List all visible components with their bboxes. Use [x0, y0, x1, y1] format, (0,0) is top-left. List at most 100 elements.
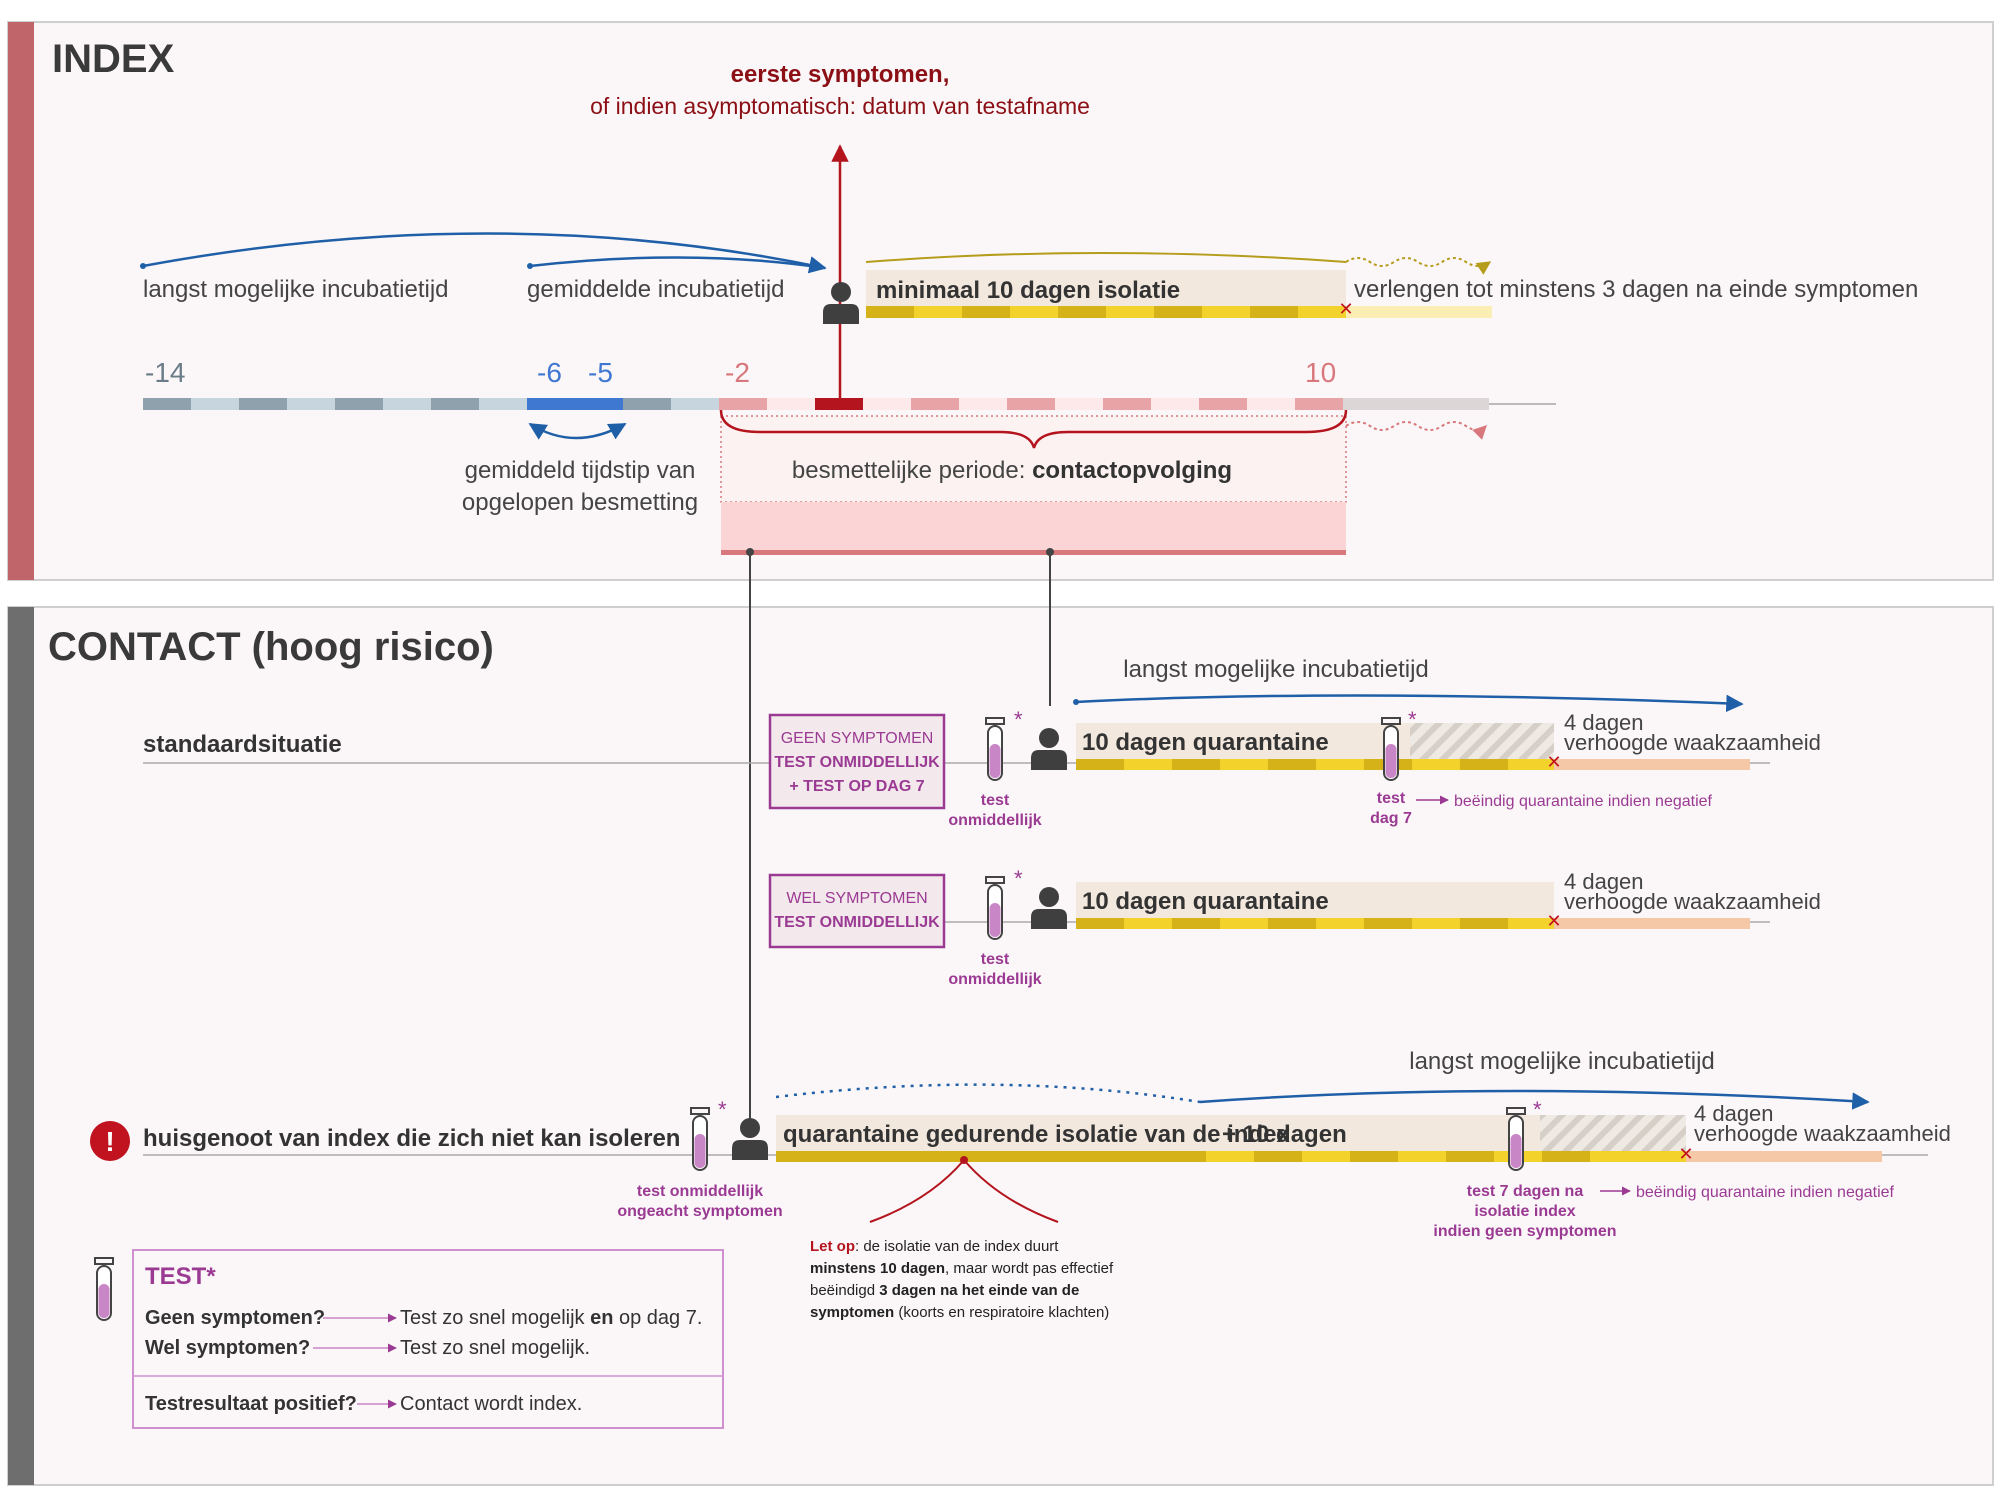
symptomatic-vigilance-line2: verhoogde waakzaamheid	[1564, 889, 1821, 914]
isolation-bg	[866, 270, 1346, 308]
connector-dot	[746, 548, 754, 556]
household-incubation-arc	[1199, 1089, 1870, 1110]
household-vigilance-bar	[1686, 1151, 1882, 1162]
standard-vigilance-line2: verhoogde waakzaamheid	[1564, 730, 1821, 755]
extension-wavy-arrow	[1345, 257, 1492, 275]
standard-hatch	[1410, 723, 1554, 759]
test-legend-q1: Geen symptomen?	[145, 1307, 325, 1329]
symptomatic-quarantine-stripes	[1076, 918, 1508, 929]
infection-time-line2: opgelopen besmetting	[462, 489, 698, 516]
contagious-period-brace	[719, 409, 1348, 449]
standard-label: standaardsituatie	[143, 731, 342, 758]
household-end-note: beëindig quarantaine indien negatief	[1636, 1184, 1895, 1201]
standard-end-note: beëindig quarantaine indien negatief	[1454, 793, 1713, 810]
infection-time-arrow	[528, 422, 627, 440]
household-note: Let op: de isolatie van de index duurt m…	[810, 1238, 1114, 1321]
tick-minus-6: -6	[537, 357, 562, 388]
tick-minus-5: -5	[588, 357, 613, 388]
symptomatic-box-line2: TEST ONMIDDELLIJK	[774, 914, 940, 931]
symptomatic-vigilance-bar	[1554, 918, 1750, 929]
longest-incubation-label: langst mogelijke incubatietijd	[143, 276, 449, 303]
standard-box-line3: + TEST OP DAG 7	[789, 778, 924, 795]
test-legend-a1: Test zo snel mogelijk en op dag 7.	[400, 1307, 702, 1329]
tick-10: 10	[1305, 357, 1336, 388]
test-legend-a2: Test zo snel mogelijk.	[400, 1337, 590, 1359]
household-quarantine-bg	[776, 1115, 1686, 1151]
asterisk: *	[1533, 1097, 1542, 1122]
index-title: INDEX	[52, 37, 175, 81]
household-test-line2: ongeacht symptomen	[617, 1203, 782, 1220]
household-test7-line2: isolatie index	[1474, 1203, 1575, 1220]
symptomatic-box-line1: WEL SYMPTOMEN	[786, 890, 927, 907]
symptoms-subtitle: of indien asymptomatisch: datum van test…	[590, 93, 1090, 119]
household-plus-label: + 10 dagen	[1222, 1121, 1347, 1148]
test-legend-box	[132, 1249, 724, 1429]
extend-label: verlengen tot minstens 3 dagen na einde …	[1354, 276, 1918, 303]
standard-test-line2: onmiddellijk	[948, 812, 1041, 829]
contagious-period-underline	[721, 550, 1346, 555]
tick-minus-2: -2	[725, 357, 750, 388]
household-quarantine-label: quarantaine gedurende isolatie van de in…	[783, 1121, 1290, 1148]
standard-vigilance-line1: 4 dagen	[1564, 710, 1644, 735]
standard-incubation-arc	[1075, 694, 1744, 713]
household-test7-line3: indien geen symptomen	[1433, 1223, 1616, 1240]
longest-incubation-arc	[142, 232, 827, 274]
test-legend-a3: Contact wordt index.	[400, 1393, 582, 1415]
symptomatic-vigilance-line1: 4 dagen	[1564, 869, 1644, 894]
alert-icon	[90, 1121, 130, 1161]
index-timeline	[143, 398, 1556, 410]
contagious-period-band	[721, 502, 1346, 554]
household-end-x-icon: ✕	[1678, 1144, 1693, 1164]
standard-test-line1: test	[981, 792, 1010, 809]
symptomatic-quarantine-label: 10 dagen quarantaine	[1082, 888, 1329, 915]
household-quarantine-stripes	[1254, 1151, 1590, 1162]
test-legend-q2: Wel symptomen?	[145, 1337, 310, 1359]
isolation-label: minimaal 10 dagen isolatie	[876, 277, 1180, 304]
symptom-day-segment	[815, 398, 863, 410]
arc-start-dot	[140, 263, 146, 269]
standard-test7-line1: test	[1377, 790, 1406, 807]
contagious-period-box	[720, 415, 1347, 503]
average-infection-segment	[527, 398, 623, 410]
extension-bar	[1346, 306, 1492, 318]
symptomatic-end-x-icon: ✕	[1546, 911, 1561, 931]
average-incubation-arc	[529, 256, 826, 270]
household-note-dot	[960, 1156, 968, 1164]
symptomatic-quarantine-bg	[1076, 882, 1554, 918]
arc-start-dot	[527, 263, 533, 269]
household-hatch	[1540, 1115, 1686, 1151]
tick-minus-14: -14	[145, 357, 185, 388]
contact-title: CONTACT (hoog risico)	[48, 625, 494, 669]
alert-glyph: !	[105, 1126, 114, 1157]
svg-text:symptomen (koorts en respirato: symptomen (koorts en respiratoire klacht…	[810, 1304, 1109, 1321]
arc-start-dot	[1073, 699, 1079, 705]
contagious-period-label: besmettelijke periode: contactopvolging	[792, 457, 1232, 484]
standard-end-x-icon: ✕	[1546, 752, 1561, 772]
household-test-line1: test onmiddellijk	[637, 1183, 763, 1200]
svg-text:Let op: de isolatie van de ind: Let op: de isolatie van de index duurt	[810, 1238, 1059, 1255]
standard-box-line2: TEST ONMIDDELLIJK	[774, 754, 940, 771]
asterisk: *	[1014, 866, 1023, 891]
isolation-end-x-icon: ✕	[1338, 299, 1353, 319]
test-legend-q3: Testresultaat positief?	[145, 1393, 357, 1415]
household-label: huisgenoot van index die zich niet kan i…	[143, 1125, 680, 1152]
symptomatic-criteria-box	[768, 873, 946, 949]
average-incubation-label: gemiddelde incubatietijd	[527, 276, 785, 303]
standard-quarantine-label: 10 dagen quarantaine	[1082, 729, 1329, 756]
infection-time-line1: gemiddeld tijdstip van	[465, 457, 696, 484]
standard-test7-line2: dag 7	[1370, 810, 1412, 827]
asterisk: *	[718, 1097, 727, 1122]
standard-vigilance-bar	[1554, 759, 1750, 770]
asterisk: *	[1408, 707, 1417, 732]
svg-text:minstens 10 dagen, maar wordt: minstens 10 dagen, maar wordt pas effect…	[810, 1260, 1114, 1277]
symptomatic-test-line1: test	[981, 951, 1010, 968]
standard-criteria-box	[768, 713, 946, 810]
household-vigilance-line2: verhoogde waakzaamheid	[1694, 1121, 1951, 1146]
contagious-extension-arrow	[1345, 421, 1487, 440]
contact-accent-bar	[8, 607, 34, 1485]
asterisk: *	[1014, 707, 1023, 732]
connector-dot	[1046, 548, 1054, 556]
svg-text:beëindigd 3 dagen na het einde: beëindigd 3 dagen na het einde van de	[810, 1282, 1079, 1299]
household-incubation-dotted-arc	[775, 1083, 1201, 1104]
